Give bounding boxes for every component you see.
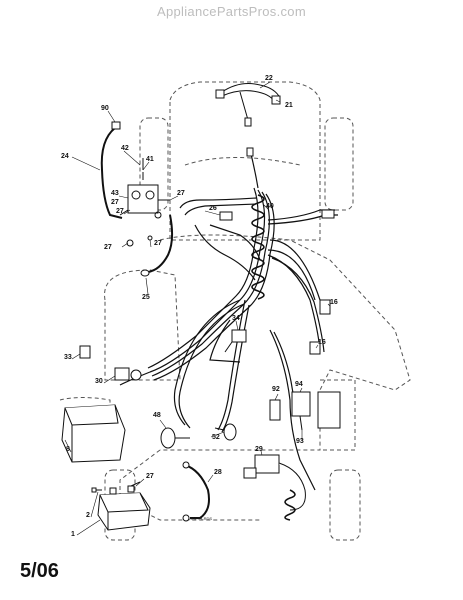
callout-25: 25 <box>142 294 150 301</box>
callout-30: 30 <box>95 378 103 385</box>
solenoid-assembly <box>119 158 170 247</box>
callout-34: 34 <box>232 315 240 322</box>
watermark-text: AppliancePartsPros.com <box>157 4 306 19</box>
callout-27-f: 27 <box>146 473 154 480</box>
callout-92: 92 <box>272 386 280 393</box>
right-switches <box>309 209 335 355</box>
callout-27-b: 27 <box>177 190 185 197</box>
callout-41: 41 <box>146 156 154 163</box>
ignition-switch <box>269 391 341 431</box>
callout-33: 33 <box>64 354 72 361</box>
callout-94: 94 <box>295 381 303 388</box>
callout-21: 21 <box>285 102 293 109</box>
callout-1: 1 <box>71 531 75 538</box>
callout-16-a: 16 <box>330 299 338 306</box>
battery-box <box>61 404 126 463</box>
callout-52: 52 <box>212 434 220 441</box>
connector-30 <box>114 367 142 381</box>
callout-90: 90 <box>101 105 109 112</box>
leader-lines <box>64 81 331 536</box>
callout-27-e: 27 <box>154 240 162 247</box>
callout-27-c: 27 <box>116 208 124 215</box>
callout-24: 24 <box>61 153 69 160</box>
callout-48: 48 <box>153 412 161 419</box>
page-date: 5/06 <box>20 560 59 582</box>
bolt-2 <box>91 487 102 493</box>
callout-26: 26 <box>209 205 217 212</box>
plug-33 <box>79 345 91 359</box>
coiled-harness <box>251 194 265 300</box>
cable-24 <box>100 121 123 219</box>
fuse-48 <box>160 427 190 449</box>
figure-code: 1902TH-RDS <box>188 516 213 521</box>
callout-22: 22 <box>265 75 273 82</box>
connector-26 <box>219 211 233 221</box>
headlight-wires <box>215 83 281 157</box>
callout-28: 28 <box>214 469 222 476</box>
lower-coil <box>284 489 296 521</box>
callout-27-d: 27 <box>104 244 112 251</box>
callout-2: 2 <box>86 512 90 519</box>
callout-29: 29 <box>255 446 263 453</box>
callout-43: 43 <box>111 190 119 197</box>
callout-16-b: 16 <box>318 339 326 346</box>
connector-34 <box>224 329 247 353</box>
cable-25 <box>140 214 174 277</box>
starter-29 <box>243 454 306 511</box>
battery <box>97 481 151 531</box>
callout-8: 8 <box>66 446 70 453</box>
cable-28 <box>182 461 210 522</box>
callout-42: 42 <box>121 145 129 152</box>
callout-93: 93 <box>296 438 304 445</box>
callout-27-a: 27 <box>111 199 119 206</box>
callout-40: 40 <box>266 203 274 210</box>
tractor-outline <box>59 81 411 541</box>
